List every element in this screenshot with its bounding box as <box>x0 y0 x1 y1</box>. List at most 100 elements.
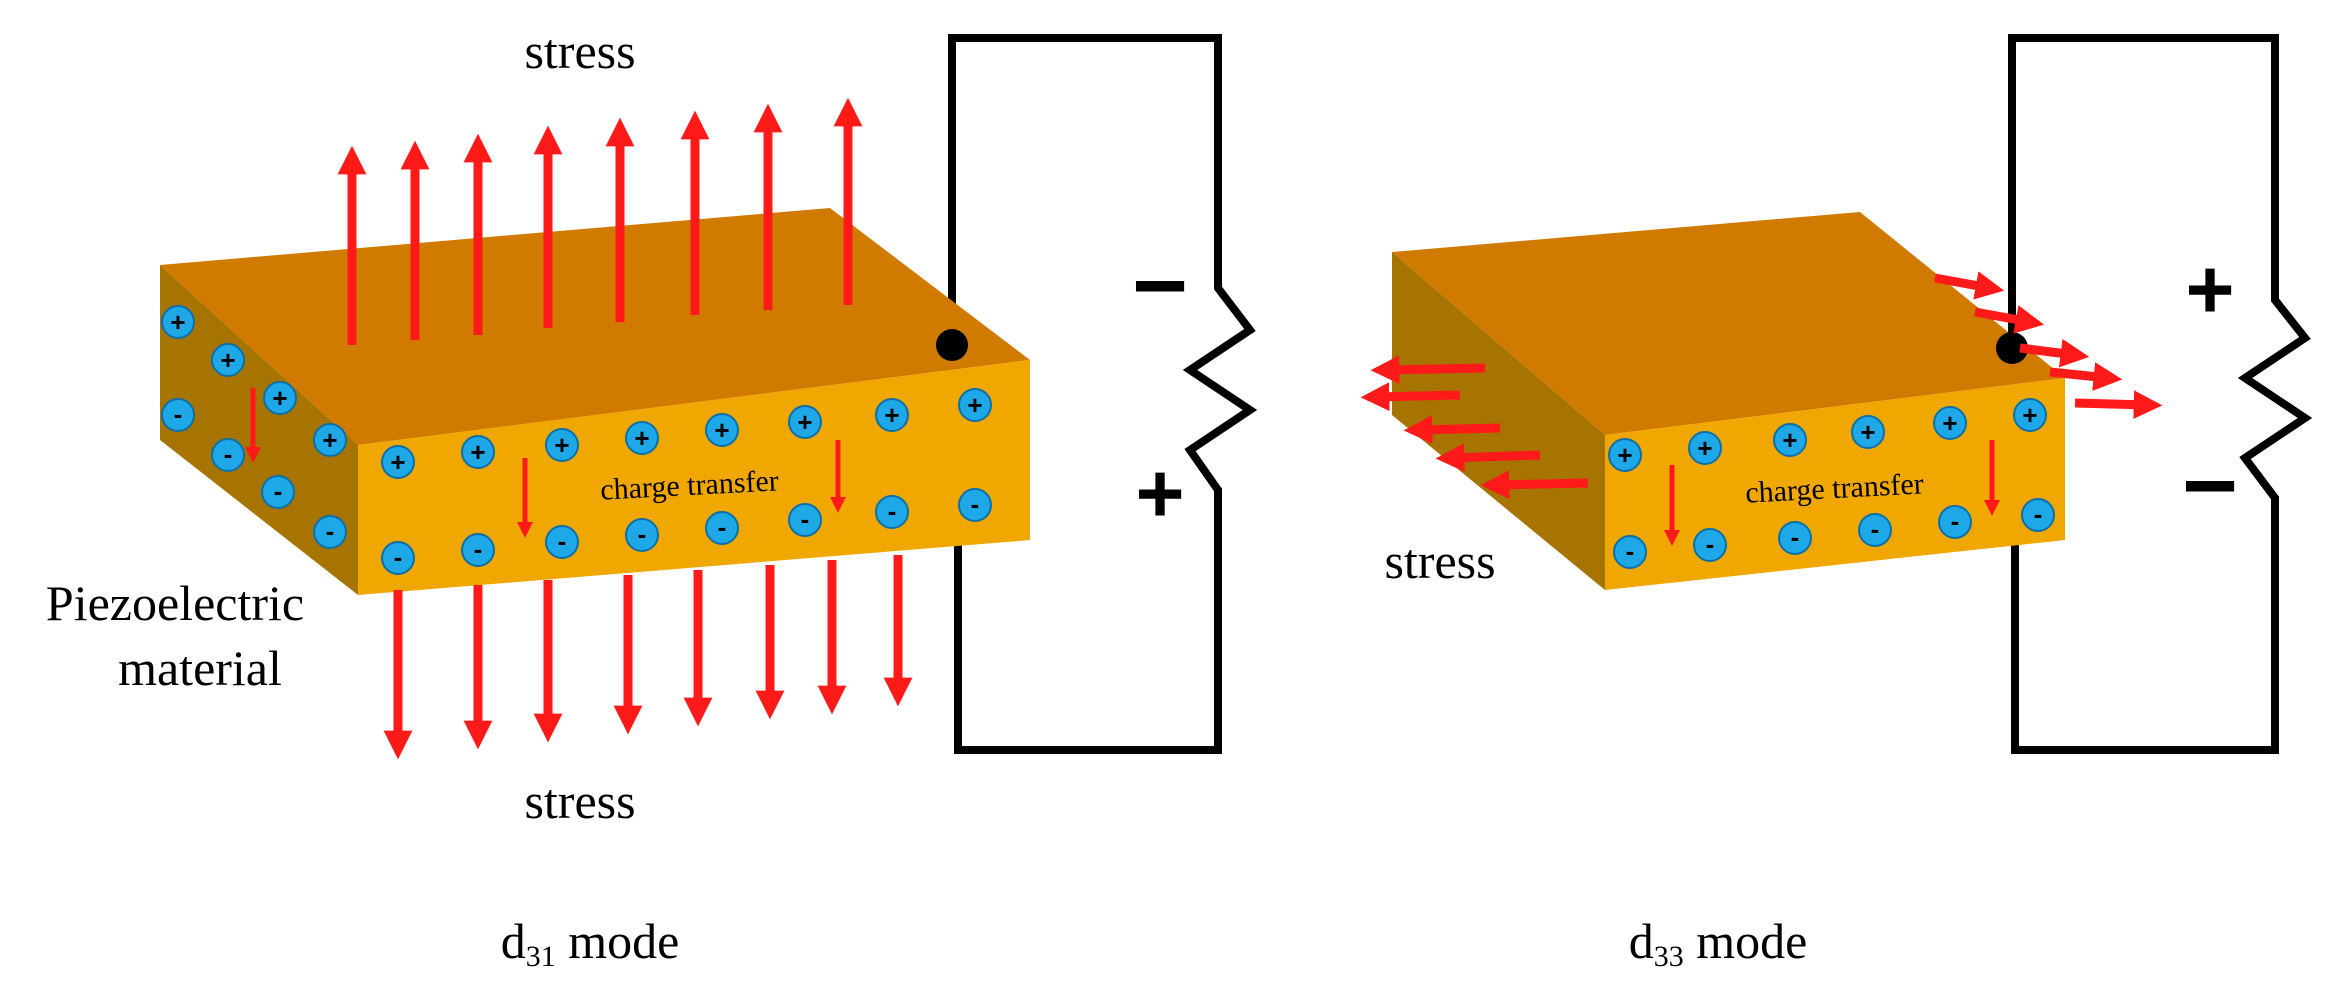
svg-text:+: + <box>1942 408 1957 438</box>
mode-word: mode <box>556 913 680 969</box>
d33-stress-left-arrows <box>1360 355 1589 500</box>
stress-arrow <box>1934 271 2005 300</box>
positive-ion: + <box>313 423 347 457</box>
d31-circuit-wire <box>948 34 1258 754</box>
positive-ion: + <box>788 405 822 439</box>
positive-ion: + <box>1688 431 1722 465</box>
mode-subscript: 33 <box>1654 940 1684 973</box>
svg-text:-: - <box>1706 529 1715 559</box>
stress-arrow <box>1360 382 1461 412</box>
d31-terminal-dot <box>936 329 968 361</box>
svg-text:+: + <box>390 447 405 477</box>
negative-ion: - <box>161 398 195 432</box>
stress-arrow <box>2074 390 2163 420</box>
svg-text:-: - <box>1626 536 1635 566</box>
stress-arrow <box>2049 362 2123 391</box>
svg-text:-: - <box>718 512 727 542</box>
d31-stress-top-label: stress <box>524 23 635 79</box>
d31-positive-ions: + + + + + + + + + + + + <box>161 305 992 479</box>
negative-ion: - <box>211 438 245 472</box>
svg-text:+: + <box>714 415 729 445</box>
svg-text:-: - <box>1951 506 1960 536</box>
svg-text:+: + <box>797 407 812 437</box>
material-label-line2: material <box>118 640 282 696</box>
svg-text:+: + <box>272 383 287 413</box>
svg-text:-: - <box>558 526 567 556</box>
negative-ion: - <box>1858 513 1892 547</box>
d31-stress-bottom-label: stress <box>524 773 635 829</box>
svg-text:+: + <box>884 400 899 430</box>
svg-text:-: - <box>326 516 335 546</box>
svg-text:-: - <box>394 542 403 572</box>
svg-text:-: - <box>971 489 980 519</box>
positive-ion: + <box>958 388 992 422</box>
d31-stress-up-arrows <box>337 97 863 345</box>
positive-ion: + <box>161 305 195 339</box>
negative-ion: - <box>788 503 822 537</box>
positive-ion: + <box>211 343 245 377</box>
d33-positive-ions: + + + + + + <box>1608 398 2047 472</box>
svg-text:-: - <box>174 399 183 429</box>
d31-charge-arrows <box>244 388 847 539</box>
negative-ion: - <box>261 475 295 509</box>
d33-stress-right-arrows <box>1934 271 2163 420</box>
positive-ion: + <box>461 435 495 469</box>
svg-text:+: + <box>220 345 235 375</box>
svg-text:+: + <box>1617 440 1632 470</box>
mode-d: d <box>501 913 526 969</box>
svg-text:+: + <box>634 423 649 453</box>
stress-arrow <box>1370 355 1486 385</box>
mode-subscript: 31 <box>526 940 556 973</box>
stress-arrow <box>1403 415 1501 445</box>
svg-text:-: - <box>801 504 810 534</box>
d33-terminal-dot <box>1996 332 2028 364</box>
svg-text:+: + <box>554 430 569 460</box>
positive-ion: + <box>381 445 415 479</box>
svg-text:+: + <box>1860 417 1875 447</box>
negative-ion: - <box>1938 505 1972 539</box>
d31-minus-sign: − <box>1132 232 1188 339</box>
positive-ion: + <box>625 421 659 455</box>
d33-minus-sign: − <box>2182 432 2238 539</box>
d31-mode-label: d31 mode <box>501 913 680 973</box>
negative-ion: - <box>1613 535 1647 569</box>
negative-ion: - <box>545 525 579 559</box>
positive-ion: + <box>2013 398 2047 432</box>
d33-block-top-face <box>1392 212 2065 435</box>
negative-ion: - <box>875 495 909 529</box>
svg-text:+: + <box>2022 400 2037 430</box>
negative-ion: - <box>461 533 495 567</box>
svg-text:+: + <box>967 390 982 420</box>
positive-ion: + <box>1773 423 1807 457</box>
stress-arrow <box>1435 443 1541 472</box>
d33-circuit-wire <box>2008 34 2313 754</box>
svg-text:-: - <box>1871 514 1880 544</box>
svg-text:+: + <box>170 307 185 337</box>
svg-text:-: - <box>2034 499 2043 529</box>
stress-arrow <box>1480 470 1589 500</box>
d33-negative-ions: - - - - - - <box>1613 498 2055 569</box>
negative-ion: - <box>2021 498 2055 532</box>
material-label-line1: Piezoelectric <box>46 575 304 631</box>
d33-panel: + + + + + + - - - - - - stress charge tr… <box>1360 34 2313 973</box>
positive-ion: + <box>545 428 579 462</box>
svg-text:-: - <box>638 519 647 549</box>
positive-ion: + <box>1608 438 1642 472</box>
mode-word: mode <box>1684 913 1808 969</box>
negative-ion: - <box>1693 528 1727 562</box>
negative-ion: - <box>958 488 992 522</box>
svg-text:-: - <box>474 534 483 564</box>
d33-charge-arrows <box>1663 440 2001 547</box>
d31-block-side-face <box>160 265 358 595</box>
d33-block-side-face <box>1392 252 1605 590</box>
svg-text:+: + <box>1697 433 1712 463</box>
svg-text:-: - <box>274 476 283 506</box>
positive-ion: + <box>705 413 739 447</box>
d31-stress-down-arrows <box>383 555 913 760</box>
positive-ion: + <box>1933 406 1967 440</box>
stress-arrow <box>1974 305 2045 334</box>
negative-ion: - <box>381 541 415 575</box>
svg-text:-: - <box>1791 522 1800 552</box>
svg-text:-: - <box>224 439 233 469</box>
d31-plus-sign: + <box>1135 446 1184 540</box>
